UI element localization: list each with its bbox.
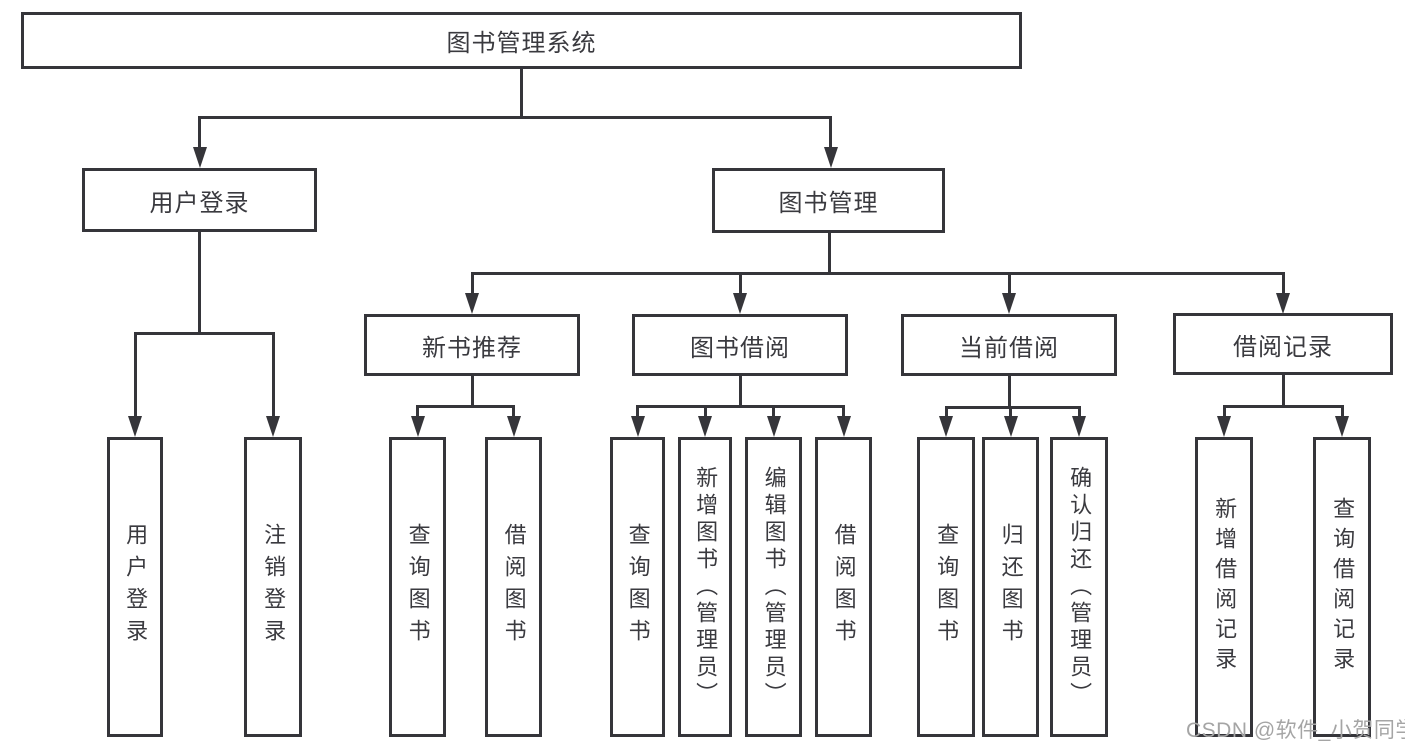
arrowhead-records-add (1217, 416, 1231, 437)
connector-current-stem (1007, 376, 1011, 408)
node-borrow-records-label: 借阅记录 (1233, 333, 1333, 361)
leaf-borrow-books: 借阅图书 (815, 437, 872, 737)
csdn-watermark: CSDN @软件_小贺同学 (1186, 719, 1405, 742)
arrowhead-current-borrow (1002, 293, 1016, 314)
arrowhead-user-login (192, 147, 207, 168)
connector-current-drop-1 (944, 405, 948, 419)
leaf-confirm-return-admin: 确认归还（管理员） (1050, 437, 1108, 737)
arrowhead-records-query (1335, 416, 1349, 437)
connector-borrow-branch (636, 404, 845, 408)
leaf-query-books-borrow-label: 查询图书 (625, 523, 651, 651)
connector-userlogin-drop-2 (271, 331, 275, 417)
connector-current-drop-3 (1077, 405, 1081, 419)
leaf-add-borrow-record-label: 新增借阅记录 (1212, 497, 1238, 677)
node-root: 图书管理系统 (21, 12, 1022, 69)
arrowhead-borrow-add (698, 416, 712, 437)
arrowhead-borrow-edit (766, 416, 781, 437)
leaf-confirm-return-admin-label: 确认归还（管理员） (1067, 465, 1093, 709)
arrowhead-leaf-logout (266, 416, 280, 437)
connector-bookmgmt-drop-1 (470, 271, 474, 296)
connector-current-drop-2 (1009, 405, 1012, 419)
connector-root-drop-left (198, 115, 201, 149)
arrowhead-borrow-query (630, 416, 645, 437)
leaf-user-login: 用户登录 (107, 437, 163, 737)
connector-userlogin-drop-1 (133, 331, 137, 417)
leaf-query-books-recommend: 查询图书 (389, 437, 446, 737)
arrowhead-borrow-records (1276, 293, 1290, 314)
arrowhead-leaf-user-login (128, 416, 142, 437)
leaf-borrow-books-label: 借阅图书 (831, 523, 857, 651)
node-book-management: 图书管理 (712, 168, 945, 233)
leaf-add-books-admin: 新增图书（管理员） (678, 437, 732, 737)
leaf-add-borrow-record: 新增借阅记录 (1195, 437, 1253, 737)
connector-recommend-stem (470, 376, 474, 407)
leaf-edit-books-admin-label: 编辑图书（管理员） (761, 465, 787, 709)
node-book-borrow: 图书借阅 (632, 314, 848, 376)
arrowhead-recommend-borrow (506, 416, 521, 437)
connector-current-branch (944, 405, 1081, 409)
connector-records-drop-1 (1222, 404, 1226, 419)
leaf-borrow-books-recommend-label: 借阅图书 (501, 523, 527, 651)
node-book-management-label: 图书管理 (778, 190, 879, 217)
leaf-logout: 注销登录 (244, 437, 302, 737)
leaf-user-login-label: 用户登录 (123, 523, 149, 651)
arrowhead-book-borrow (733, 293, 747, 314)
connector-records-stem (1281, 375, 1285, 407)
connector-recommend-branch (416, 404, 515, 408)
connector-bookmgmt-stem (827, 233, 831, 273)
connector-borrow-drop-4 (842, 404, 845, 419)
node-current-borrow-label: 当前借阅 (959, 334, 1059, 362)
leaf-return-books-label: 归还图书 (998, 523, 1024, 651)
connector-userlogin-stem (198, 232, 201, 334)
node-user-login: 用户登录 (82, 168, 317, 232)
node-new-book-recommend-label: 新书推荐 (422, 334, 522, 362)
connector-borrow-drop-3 (772, 404, 775, 419)
leaf-add-books-admin-label: 新增图书（管理员） (693, 465, 719, 709)
connector-bookmgmt-drop-2 (738, 271, 742, 296)
leaf-query-books-current-label: 查询图书 (934, 523, 960, 651)
arrowhead-borrow-borrow (836, 416, 851, 437)
node-root-label: 图书管理系统 (446, 30, 597, 57)
connector-records-drop-2 (1340, 404, 1344, 419)
leaf-query-books-recommend-label: 查询图书 (405, 523, 431, 651)
connector-root-stem (519, 68, 523, 118)
leaf-edit-books-admin: 编辑图书（管理员） (745, 437, 802, 737)
connector-userlogin-branch (133, 331, 275, 335)
connector-root-branch (198, 115, 832, 119)
connector-recommend-drop-1 (416, 404, 419, 419)
node-user-login-label: 用户登录 (149, 189, 250, 217)
connector-bookmgmt-drop-4 (1281, 271, 1285, 296)
leaf-logout-label: 注销登录 (261, 523, 287, 651)
arrowhead-current-confirm (1072, 416, 1086, 437)
arrowhead-new-book-recommend (465, 293, 479, 314)
connector-root-drop-right (829, 115, 832, 149)
arrowhead-current-query (939, 416, 953, 437)
connector-borrow-drop-2 (703, 404, 707, 419)
leaf-borrow-books-recommend: 借阅图书 (485, 437, 542, 737)
node-new-book-recommend: 新书推荐 (364, 314, 580, 376)
connector-borrow-stem (738, 376, 742, 407)
connector-recommend-drop-2 (512, 404, 515, 419)
leaf-query-books-current: 查询图书 (917, 437, 975, 737)
connector-bookmgmt-branch (470, 271, 1285, 275)
node-current-borrow: 当前借阅 (901, 314, 1117, 376)
arrowhead-recommend-query (410, 416, 425, 437)
arrowhead-book-management (823, 147, 838, 168)
leaf-query-borrow-record-label: 查询借阅记录 (1330, 497, 1356, 677)
node-borrow-records: 借阅记录 (1173, 313, 1393, 375)
leaf-return-books: 归还图书 (982, 437, 1039, 737)
arrowhead-current-return (1003, 416, 1018, 437)
connector-borrow-drop-1 (636, 404, 639, 419)
connector-bookmgmt-drop-3 (1007, 271, 1011, 296)
leaf-query-books-borrow: 查询图书 (610, 437, 665, 737)
leaf-query-borrow-record: 查询借阅记录 (1313, 437, 1371, 737)
connector-records-branch (1222, 404, 1344, 408)
node-book-borrow-label: 图书借阅 (690, 334, 790, 362)
